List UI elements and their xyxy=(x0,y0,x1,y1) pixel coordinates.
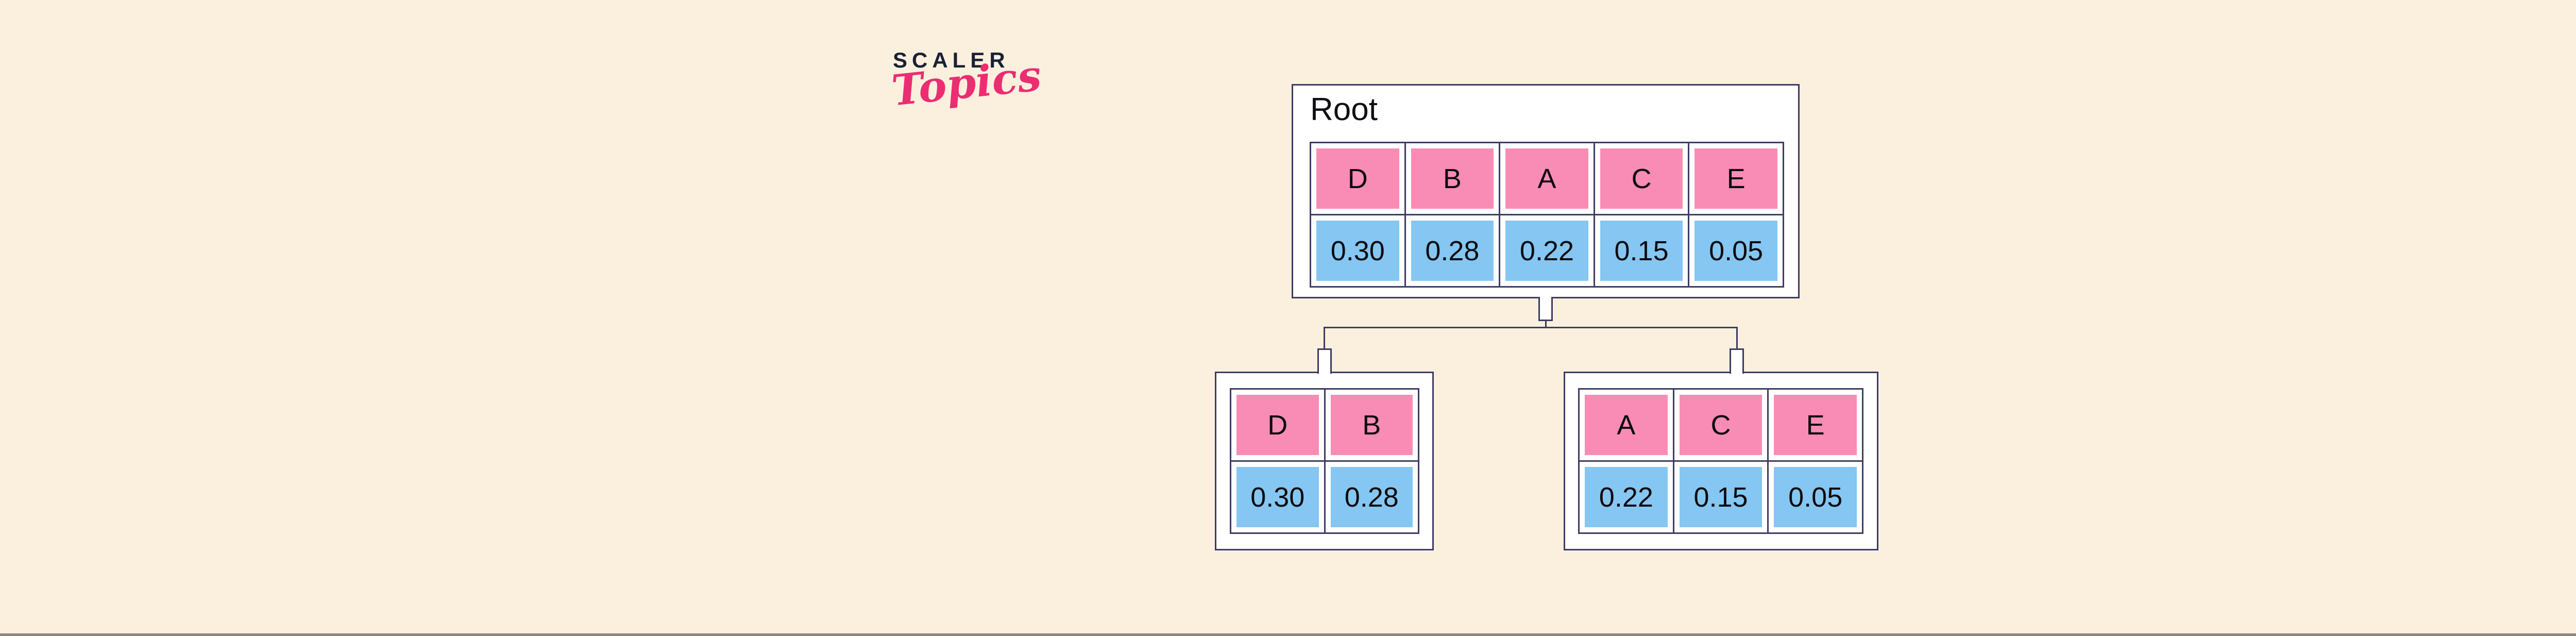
root-drop-line xyxy=(1545,320,1547,328)
symbol-cell: C xyxy=(1600,148,1683,209)
prob-cell: 0.22 xyxy=(1585,467,1668,527)
table-cell: A xyxy=(1499,143,1594,214)
table-cell: 0.22 xyxy=(1499,215,1594,286)
table-cell: 0.15 xyxy=(1672,462,1768,532)
symbol-cell: A xyxy=(1505,148,1588,209)
table-cell: E xyxy=(1688,143,1783,214)
left-child-connector-stub xyxy=(1317,348,1332,374)
right-child-table: A C E 0.22 0.15 0.05 xyxy=(1578,388,1863,534)
symbol-cell: D xyxy=(1236,395,1319,455)
table-cell: C xyxy=(1593,143,1688,214)
root-prob-row: 0.30 0.28 0.22 0.15 0.05 xyxy=(1311,214,1783,286)
right-child-prob-row: 0.22 0.15 0.05 xyxy=(1580,460,1862,532)
logo-brand-text: SCALER xyxy=(893,48,1010,72)
root-table: D B A C E 0.30 0.28 0.22 0.15 0.05 xyxy=(1310,142,1784,288)
symbol-cell: D xyxy=(1316,148,1399,209)
symbol-cell: B xyxy=(1411,148,1494,209)
root-connector-stub xyxy=(1538,297,1553,321)
prob-cell: 0.22 xyxy=(1505,221,1588,281)
symbol-cell: E xyxy=(1694,148,1777,209)
table-cell: E xyxy=(1767,390,1862,460)
prob-cell: 0.05 xyxy=(1774,467,1857,527)
right-child-symbol-row: A C E xyxy=(1580,390,1862,460)
prob-cell: 0.28 xyxy=(1330,467,1413,527)
prob-cell: 0.28 xyxy=(1411,221,1494,281)
symbol-cell: C xyxy=(1679,395,1762,455)
table-cell: B xyxy=(1404,143,1499,214)
left-child-prob-row: 0.30 0.28 xyxy=(1231,460,1418,532)
table-cell: 0.05 xyxy=(1767,462,1862,532)
left-child-table: D B 0.30 0.28 xyxy=(1230,388,1419,534)
table-cell: B xyxy=(1324,390,1418,460)
prob-cell: 0.05 xyxy=(1694,221,1777,281)
prob-cell: 0.30 xyxy=(1316,221,1399,281)
prob-cell: 0.15 xyxy=(1600,221,1683,281)
table-cell: 0.30 xyxy=(1231,462,1324,532)
symbol-cell: B xyxy=(1330,395,1413,455)
table-cell: 0.05 xyxy=(1688,215,1783,286)
root-node-title: Root xyxy=(1310,92,1378,127)
left-branch-drop-line xyxy=(1324,327,1325,349)
right-child-node: A C E 0.22 0.15 0.05 xyxy=(1564,372,1878,550)
table-cell: 0.15 xyxy=(1593,215,1688,286)
table-cell: D xyxy=(1311,143,1404,214)
table-cell: 0.22 xyxy=(1580,462,1673,532)
root-symbol-row: D B A C E xyxy=(1311,143,1783,214)
left-child-symbol-row: D B xyxy=(1231,390,1418,460)
bottom-edge-bar xyxy=(0,633,2576,636)
table-cell: D xyxy=(1231,390,1324,460)
table-cell: 0.28 xyxy=(1404,215,1499,286)
right-branch-drop-line xyxy=(1736,327,1738,349)
branch-horizontal-line xyxy=(1324,327,1738,328)
symbol-cell: A xyxy=(1585,395,1668,455)
prob-cell: 0.15 xyxy=(1679,467,1762,527)
right-child-connector-stub xyxy=(1730,348,1744,374)
table-cell: 0.30 xyxy=(1311,215,1404,286)
table-cell: A xyxy=(1580,390,1673,460)
table-cell: 0.28 xyxy=(1324,462,1418,532)
symbol-cell: E xyxy=(1774,395,1857,455)
prob-cell: 0.30 xyxy=(1236,467,1319,527)
root-node: Root D B A C E 0.30 0.28 0.22 0.15 0.05 xyxy=(1292,84,1800,298)
scaler-topics-logo: SCALER Topics xyxy=(889,48,1047,116)
table-cell: C xyxy=(1672,390,1768,460)
left-child-node: D B 0.30 0.28 xyxy=(1215,372,1434,550)
